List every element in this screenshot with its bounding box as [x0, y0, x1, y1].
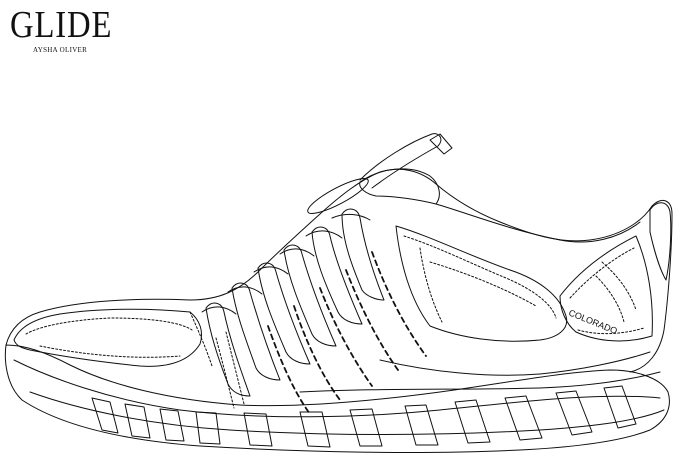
heel-tab	[649, 202, 672, 281]
toe-stitch	[39, 345, 181, 358]
vamp-stitch	[189, 311, 213, 367]
quarter-stitch	[419, 247, 443, 323]
tread-block	[195, 411, 221, 445]
vent-row	[601, 261, 637, 311]
sole-edge	[29, 391, 665, 435]
eyelet-tab	[311, 226, 363, 325]
heel-stitch	[577, 327, 645, 335]
heel-panel	[559, 235, 653, 342]
lace-cross	[201, 306, 237, 315]
lace-cross	[331, 213, 371, 221]
lace-tip	[429, 133, 453, 155]
quarter-panel	[395, 225, 568, 342]
tread-block	[504, 395, 543, 441]
stitch-stripe	[345, 269, 399, 371]
vent-row	[429, 261, 537, 307]
tread-block	[404, 404, 439, 446]
vamp-stitch	[215, 337, 235, 409]
tread-block	[603, 385, 637, 429]
eyelet-tab	[283, 244, 337, 347]
lace-loop-tail	[359, 133, 442, 189]
quarter-stitch	[403, 235, 557, 319]
model-label: COLORADO	[567, 308, 619, 337]
tread-block	[349, 408, 383, 447]
vent-row	[595, 275, 625, 323]
stitch-stripe	[371, 251, 427, 357]
tongue	[359, 168, 440, 205]
side-trim	[299, 371, 661, 393]
designer-name: AYSHA OLIVER	[33, 46, 88, 54]
stitch-stripe	[319, 287, 373, 387]
stitch-stripe	[293, 305, 341, 401]
eyelet-tab	[205, 302, 251, 397]
vamp-stitch	[225, 331, 245, 405]
toe-cap	[13, 308, 203, 367]
collar-padding	[435, 203, 641, 243]
midsole-line	[13, 359, 661, 418]
eyelet-tab	[341, 208, 385, 301]
heel-stitch	[569, 247, 635, 299]
side-trim	[379, 351, 651, 376]
tread-block	[243, 412, 273, 447]
tread-block	[159, 408, 185, 442]
tread-block	[91, 397, 119, 434]
lace-cross	[305, 230, 343, 239]
lace-cross	[253, 266, 289, 275]
lace-cross	[279, 248, 315, 257]
brand-block: GLIDE AYSHA OLIVER	[10, 4, 113, 54]
tread-block	[124, 403, 151, 439]
tread-block	[454, 399, 491, 444]
lace-cross	[227, 286, 263, 295]
tread-block	[555, 390, 593, 436]
outsole-outline	[4, 344, 670, 454]
brand-title: GLIDE	[10, 4, 113, 46]
lace-loop	[307, 178, 369, 214]
tread-block	[299, 411, 331, 448]
toe-stitch	[25, 317, 193, 335]
upper-outline	[5, 168, 673, 373]
eyelet-tab	[257, 262, 311, 365]
stitch-stripe	[267, 325, 311, 415]
